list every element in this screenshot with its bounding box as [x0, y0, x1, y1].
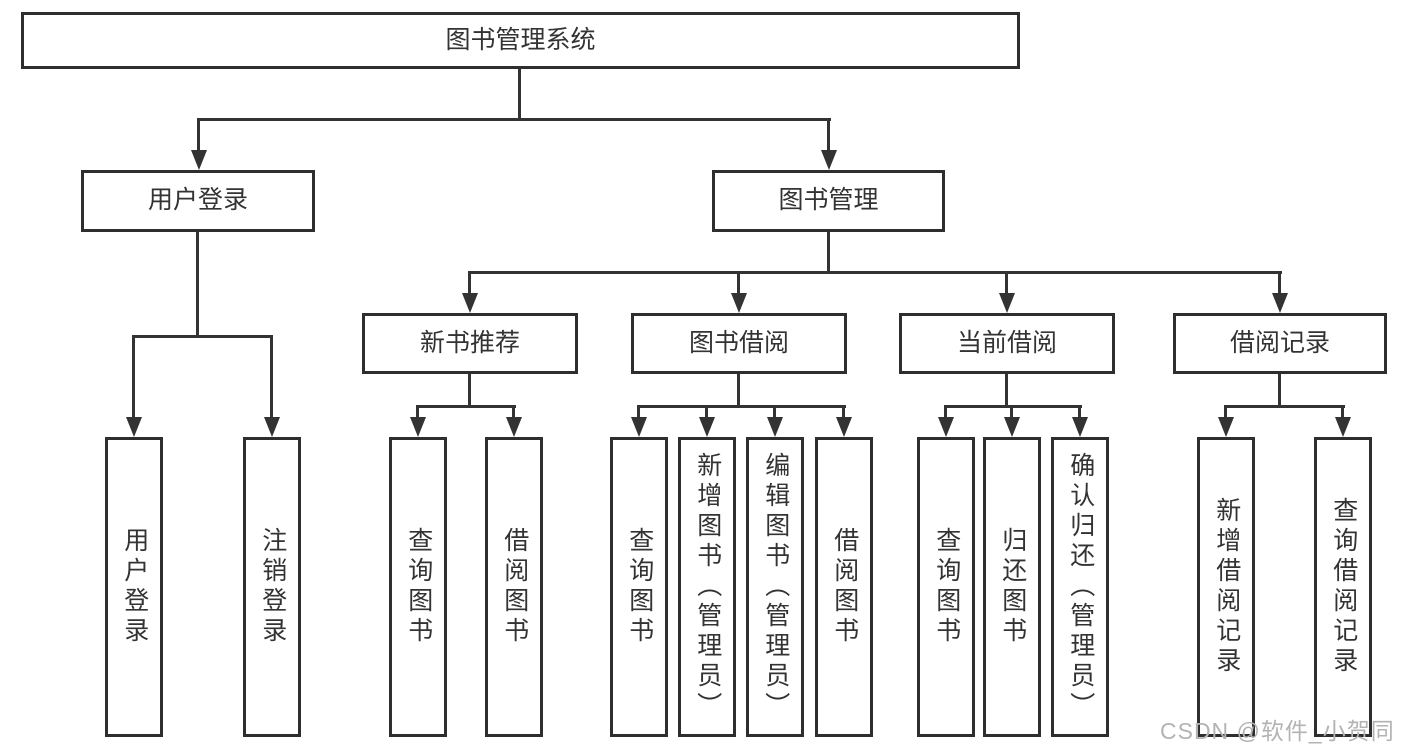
connector-cur-leaf2 [1010, 405, 1013, 419]
arrowhead-bor-leaf2 [699, 417, 715, 437]
connector-recommend-stem [468, 374, 471, 405]
arrowhead-recommend [462, 293, 478, 313]
csdn-watermark: CSDN @软件_小贺同学 [1160, 718, 1395, 744]
connector-current-bracket [944, 405, 1082, 408]
leaf-return-books: 归还图书 [983, 437, 1041, 737]
connector-recommend-bracket [416, 405, 516, 408]
node-borrowing-records: 借阅记录 [1173, 313, 1387, 374]
connector-to-leaf-login [132, 335, 135, 419]
connector-bor-leaf3 [773, 405, 776, 419]
leaf-borrow-books: 借阅图书 [815, 437, 873, 737]
connector-current-stem [1005, 374, 1008, 405]
connector-modules-bracket [468, 271, 1282, 274]
arrowhead-bor-leaf4 [836, 417, 852, 437]
connector-rec-leaf1 [416, 405, 419, 419]
arrowhead-recd-leaf2 [1335, 417, 1351, 437]
connector-records-stem [1278, 374, 1281, 405]
leaf-edit-books-admin: 编辑图书（管理员） [746, 437, 804, 737]
node-new-book-recommendation: 新书推荐 [362, 313, 578, 374]
leaf-query-books-recommend: 查询图书 [389, 437, 447, 737]
connector-recd-leaf1 [1224, 405, 1227, 419]
connector-userlogin-bracket [132, 335, 273, 338]
connector-records-bracket [1224, 405, 1345, 408]
arrowhead-leaf-logout [264, 417, 280, 437]
leaf-query-books-borrow: 查询图书 [610, 437, 668, 737]
leaf-borrow-books-recommend: 借阅图书 [485, 437, 543, 737]
arrowhead-bor-leaf3 [767, 417, 783, 437]
connector-to-book-mgmt [827, 118, 830, 152]
connector-borrowing-stem [737, 374, 740, 405]
leaf-query-borrow-record: 查询借阅记录 [1314, 437, 1372, 737]
connector-to-records [1278, 271, 1281, 295]
connector-bookmgmt-stem [827, 232, 830, 271]
connector-to-current [1005, 271, 1008, 295]
arrowhead-borrowing [731, 293, 747, 313]
connector-to-borrowing [737, 271, 740, 295]
connector-userlogin-stem [196, 232, 199, 335]
leaf-user-login: 用户登录 [105, 437, 163, 737]
connector-bor-leaf4 [842, 405, 845, 419]
leaf-confirm-return-admin: 确认归还（管理员） [1051, 437, 1109, 737]
connector-root-stem [518, 69, 521, 118]
arrowhead-rec-leaf1 [410, 417, 426, 437]
leaf-logout: 注销登录 [243, 437, 301, 737]
connector-cur-leaf1 [944, 405, 947, 419]
node-user-login: 用户登录 [81, 170, 315, 232]
node-book-borrowing: 图书借阅 [631, 313, 847, 374]
connector-recd-leaf2 [1341, 405, 1344, 419]
leaf-add-books-admin: 新增图书（管理员） [678, 437, 736, 737]
arrowhead-cur-leaf2 [1004, 417, 1020, 437]
arrowhead-leaf-login [126, 417, 142, 437]
connector-to-user-login [197, 118, 200, 152]
connector-level2-bracket [197, 118, 831, 121]
arrowhead-current [999, 293, 1015, 313]
leaf-add-borrow-record: 新增借阅记录 [1197, 437, 1255, 737]
arrowhead-bor-leaf1 [631, 417, 647, 437]
leaf-query-books-current: 查询图书 [917, 437, 975, 737]
connector-to-recommend [468, 271, 471, 295]
node-book-management: 图书管理 [712, 170, 945, 232]
arrowhead-recd-leaf1 [1218, 417, 1234, 437]
arrowhead-rec-leaf2 [506, 417, 522, 437]
connector-rec-leaf2 [512, 405, 515, 419]
connector-bor-leaf2 [705, 405, 708, 419]
node-root: 图书管理系统 [21, 12, 1020, 69]
arrowhead-records [1272, 293, 1288, 313]
connector-borrowing-bracket [637, 405, 846, 408]
connector-bor-leaf1 [637, 405, 640, 419]
node-current-borrowing: 当前借阅 [899, 313, 1115, 374]
arrowhead-cur-leaf3 [1072, 417, 1088, 437]
connector-to-leaf-logout [270, 335, 273, 419]
arrowhead-cur-leaf1 [938, 417, 954, 437]
connector-cur-leaf3 [1078, 405, 1081, 419]
arrowhead-user-login [191, 150, 207, 170]
arrowhead-book-mgmt [821, 150, 837, 170]
